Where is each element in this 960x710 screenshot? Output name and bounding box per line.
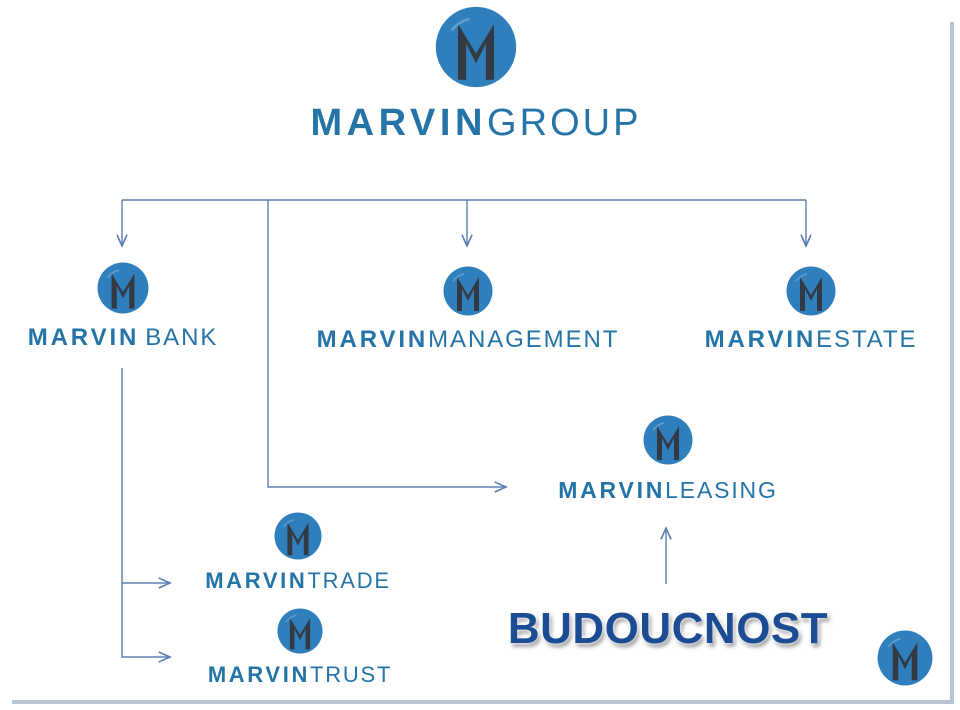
node-marvin-group: MARVIN GROUP [280,6,672,142]
frame-shadow-bottom [12,700,954,704]
wordmark-light: ESTATE [816,326,918,353]
node-marvin-leasing-label: MARVIN LEASING [558,479,777,502]
wordmark-light: LEASING [665,477,778,503]
wordmark-bold: MARVIN [558,477,666,503]
node-marvin-trade-label: MARVIN TRADE [205,570,391,592]
marvin-m-logo-icon [877,630,933,686]
edge-group-bank [122,199,806,246]
wordmark-light: BANK [145,324,219,351]
budoucnost-label: BUDOUCNOST [507,604,829,653]
marvin-m-logo-icon [277,608,323,654]
edge-group-leasing [267,200,506,487]
node-marvin-bank-label: MARVIN BANK [28,326,219,350]
wordmark-bold: MARVIN [207,662,311,687]
node-marvin-estate-label: MARVIN ESTATE [705,328,918,352]
node-marvin-management: MARVIN MANAGEMENT [287,266,649,352]
node-marvin-trust: MARVIN TRUST [196,608,404,686]
node-marvin-leasing: MARVIN LEASING [536,415,800,502]
edge-bank-trade [121,368,170,583]
node-marvin-trust-label: MARVIN TRUST [208,664,392,686]
corner-logo [876,630,934,686]
wordmark-bold: MARVIN [316,326,429,353]
node-marvin-group-label: MARVIN GROUP [310,104,641,142]
marvin-m-logo-icon [786,266,836,316]
node-marvin-estate: MARVIN ESTATE [686,266,936,352]
edge-bank-trust [121,583,170,657]
marvin-m-logo-icon [274,512,322,560]
wordmark-light: MANAGEMENT [428,326,620,353]
node-marvin-trade: MARVIN TRADE [188,512,408,592]
marvin-m-logo-icon [97,262,149,314]
frame-shadow-right [950,22,954,704]
wordmark-light: TRUST [310,662,393,687]
node-marvin-bank: MARVIN BANK [4,262,242,350]
marvin-m-logo-icon [435,6,517,88]
wordmark-bold: MARVIN [310,102,487,144]
wordmark-bold: MARVIN [205,568,308,593]
wordmark-light: TRADE [307,568,391,593]
wordmark-bold: MARVIN [704,326,817,353]
node-marvin-management-label: MARVIN MANAGEMENT [317,328,620,352]
marvin-m-logo-icon [443,266,493,316]
wordmark-bold: MARVIN [27,324,140,351]
wordmark-light: GROUP [487,102,642,144]
marvin-m-logo-icon [643,415,693,465]
